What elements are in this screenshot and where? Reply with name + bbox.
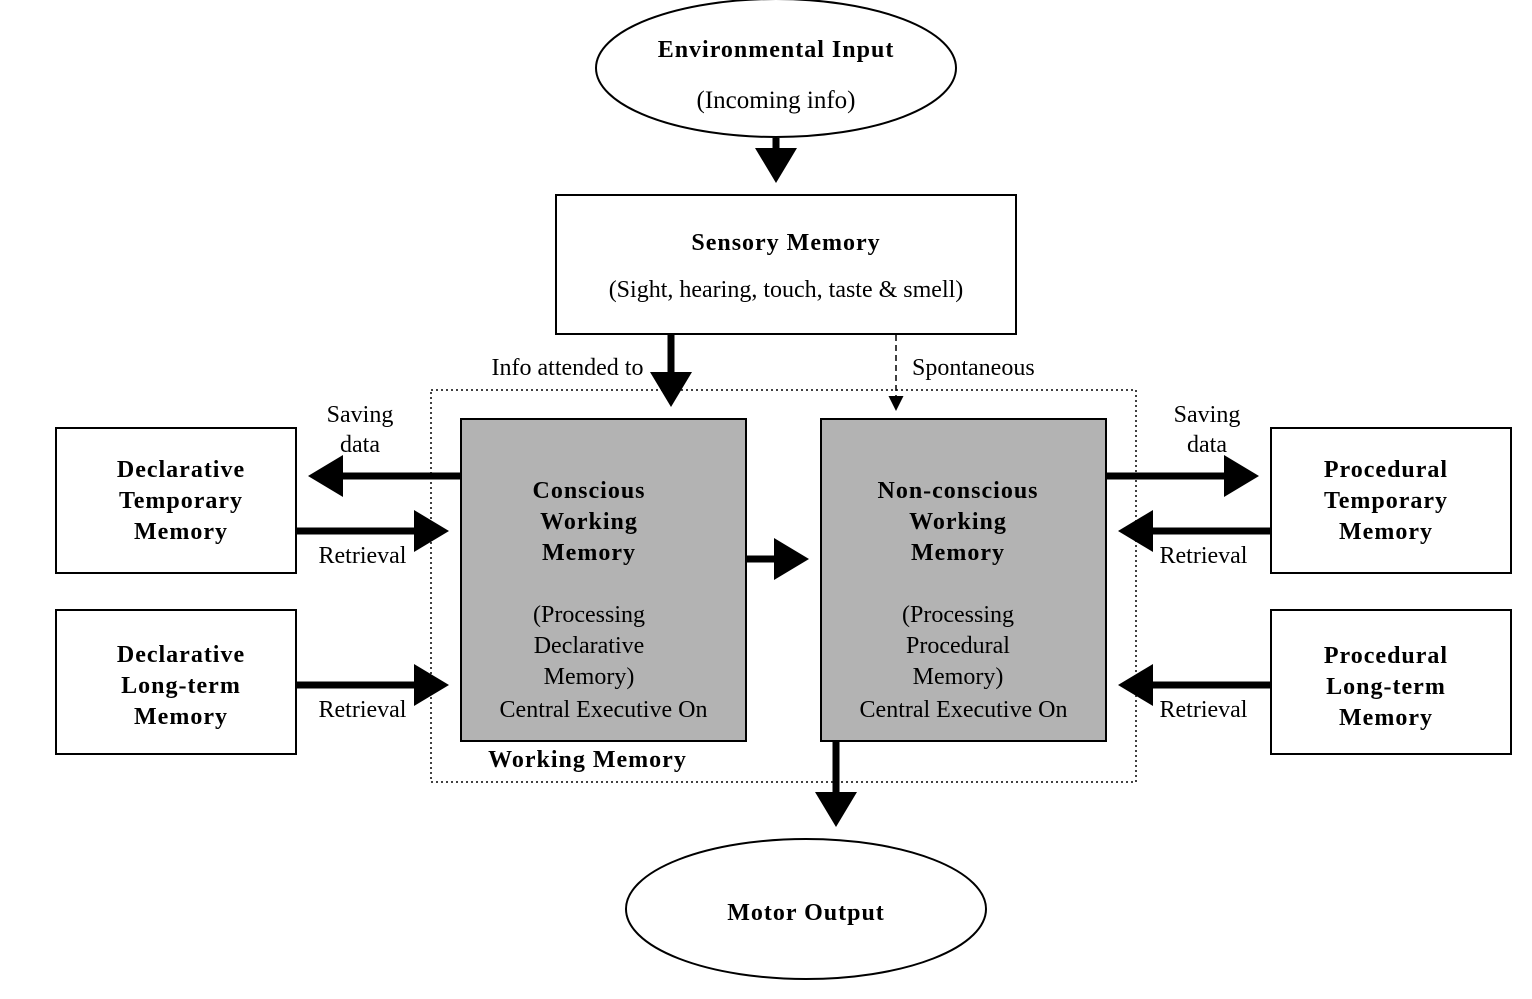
declarative-longterm-memory-node xyxy=(55,609,297,755)
sensory-memory-subtitle: (Sight, hearing, touch, taste & smell) xyxy=(608,277,964,303)
conscious-wm-body-line: Declarative xyxy=(533,633,645,659)
saving-data-left-line: Saving xyxy=(326,402,394,428)
saving-data-right-line: Saving xyxy=(1173,402,1241,428)
nonconscious-working-memory-node xyxy=(820,418,1107,742)
environmental-input-subtitle: (Incoming info) xyxy=(696,87,856,114)
nonconscious-wm-body-line: Memory) xyxy=(912,664,1004,690)
motor-output-node xyxy=(625,838,987,980)
decl-temp-line: Memory xyxy=(134,519,228,545)
declarative-temporary-memory-node xyxy=(55,427,297,574)
saving-data-right-line: data xyxy=(1187,432,1227,458)
nonconscious-wm-body: (Processing Procedural Memory) xyxy=(830,600,1086,693)
decl-long-line: Memory xyxy=(134,704,228,730)
decl-long-line: Long-term xyxy=(121,673,241,699)
saving-data-right-label: Saving data xyxy=(1157,400,1257,460)
proc-long-line: Procedural xyxy=(1323,643,1449,669)
retrieval-left-bottom-label: Retrieval xyxy=(318,697,407,723)
spontaneous-label: Spontaneous xyxy=(912,355,1035,381)
procedural-longterm-memory-node xyxy=(1270,609,1512,755)
sensory-memory-title: Sensory Memory xyxy=(691,230,881,256)
nonconscious-wm-body-line: Procedural xyxy=(906,633,1010,659)
declarative-longterm-memory-label: Declarative Long-term Memory xyxy=(56,640,306,733)
conscious-working-memory-node xyxy=(460,418,747,742)
conscious-wm-body-line: (Processing xyxy=(533,602,645,628)
motor-output-title: Motor Output xyxy=(727,900,885,926)
saving-data-left-label: Saving data xyxy=(310,400,410,460)
retrieval-left-top-label: Retrieval xyxy=(318,543,407,569)
nonconscious-wm-body-line: (Processing xyxy=(902,602,1014,628)
conscious-wm-title-line: Working xyxy=(540,509,638,535)
decl-temp-line: Declarative xyxy=(116,457,246,483)
conscious-wm-title: Conscious Working Memory xyxy=(461,476,717,569)
working-memory-group-label: Working Memory xyxy=(488,747,687,773)
working-memory-group-border xyxy=(430,389,1137,783)
proc-long-line: Long-term xyxy=(1326,674,1446,700)
proc-temp-line: Procedural xyxy=(1323,457,1449,483)
conscious-wm-title-line: Memory xyxy=(542,540,636,566)
retrieval-right-top-label: Retrieval xyxy=(1159,543,1248,569)
proc-temp-line: Temporary xyxy=(1323,488,1449,514)
procedural-temporary-memory-node xyxy=(1270,427,1512,574)
conscious-wm-body: (Processing Declarative Memory) xyxy=(461,600,717,693)
environmental-input-node xyxy=(595,0,957,138)
nonconscious-wm-central-executive: Central Executive On xyxy=(859,697,1068,723)
nonconscious-wm-title: Non-conscious Working Memory xyxy=(830,476,1086,569)
info-attended-label: Info attended to xyxy=(491,355,644,381)
nonconscious-wm-title-line: Memory xyxy=(911,540,1005,566)
saving-data-left-line: data xyxy=(340,432,380,458)
declarative-temporary-memory-label: Declarative Temporary Memory xyxy=(56,455,306,548)
conscious-wm-body-line: Memory) xyxy=(543,664,635,690)
proc-long-line: Memory xyxy=(1339,705,1433,731)
environmental-input-title: Environmental Input xyxy=(657,37,895,63)
retrieval-right-bottom-label: Retrieval xyxy=(1159,697,1248,723)
procedural-longterm-memory-label: Procedural Long-term Memory xyxy=(1271,641,1501,734)
decl-long-line: Declarative xyxy=(116,642,246,668)
conscious-wm-title-line: Conscious xyxy=(532,478,646,504)
conscious-wm-central-executive: Central Executive On xyxy=(499,697,708,723)
decl-temp-line: Temporary xyxy=(118,488,244,514)
nonconscious-wm-title-line: Working xyxy=(909,509,1007,535)
proc-temp-line: Memory xyxy=(1339,519,1433,545)
sensory-memory-node xyxy=(555,194,1017,335)
procedural-temporary-memory-label: Procedural Temporary Memory xyxy=(1271,455,1501,548)
nonconscious-wm-title-line: Non-conscious xyxy=(877,478,1039,504)
